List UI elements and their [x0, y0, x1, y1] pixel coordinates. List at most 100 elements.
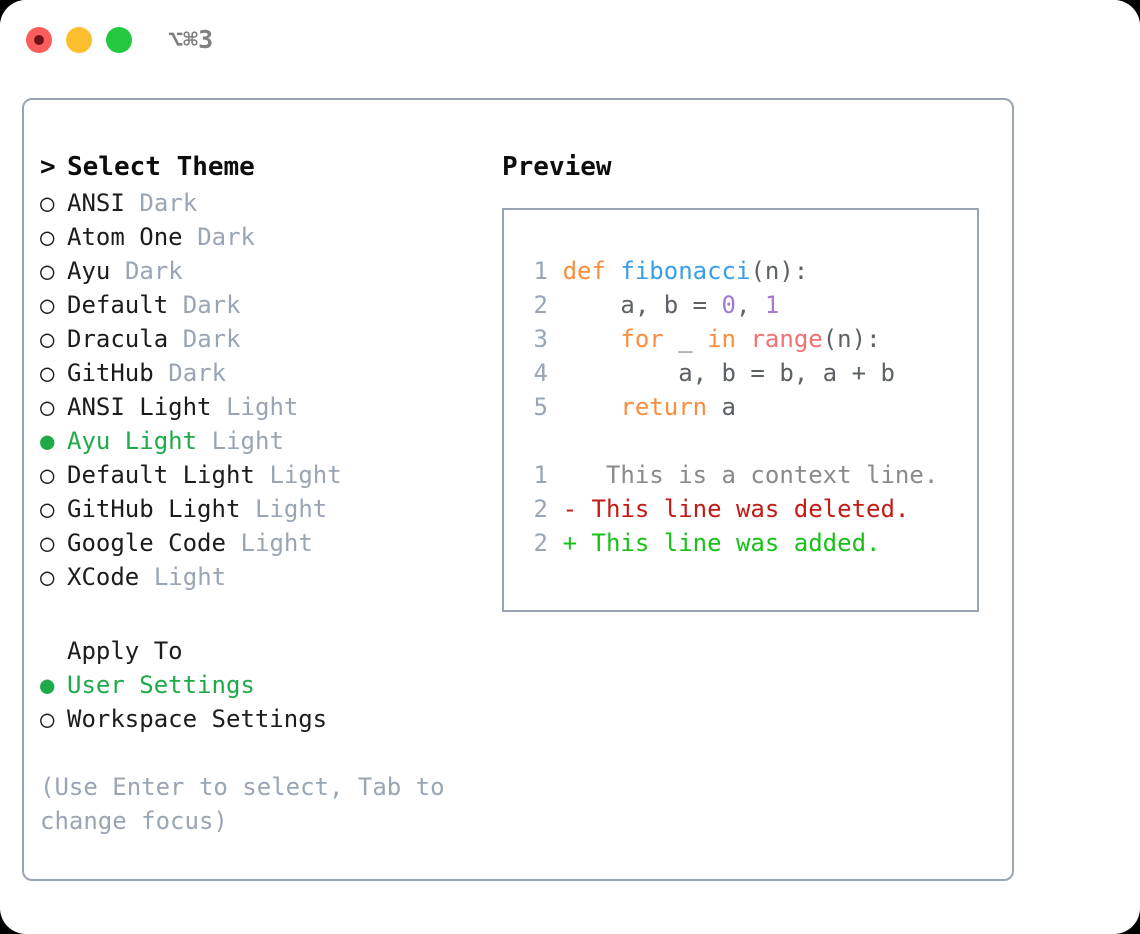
- theme-name-label: GitHub Light: [67, 495, 241, 523]
- diff-line-text: This is a context line.: [562, 461, 939, 489]
- code-token: 1: [764, 291, 780, 319]
- code-token: range: [750, 325, 823, 353]
- theme-variant-label: Light: [240, 529, 313, 557]
- code-token: ,: [736, 291, 765, 319]
- code-token: return: [620, 393, 708, 421]
- theme-name-label: GitHub: [67, 359, 154, 387]
- apply-to-marker-placeholder: ○: [40, 634, 67, 668]
- radio-unselected-icon[interactable]: ○: [40, 705, 55, 733]
- radio-unselected-icon[interactable]: ○: [40, 359, 55, 387]
- code-token: [563, 325, 621, 353]
- code-line: 3 for _ in range(n):: [504, 322, 977, 356]
- theme-list-item[interactable]: ○ ANSI Light Light: [40, 390, 480, 424]
- theme-variant-label: Dark: [182, 325, 241, 353]
- theme-name-label: Google Code: [67, 529, 226, 557]
- keyboard-hint-text: (Use Enter to select, Tab to change focu…: [40, 773, 445, 835]
- code-token: in: [707, 325, 737, 353]
- diff-line: 2+ This line was added.: [504, 526, 977, 560]
- theme-name-label: ANSI Light: [67, 393, 212, 421]
- code-token: _: [663, 325, 708, 353]
- apply-to-heading-label: Apply To: [67, 637, 183, 665]
- code-token: def: [562, 257, 606, 285]
- close-window-button[interactable]: [26, 27, 52, 53]
- code-token: 0: [721, 291, 736, 319]
- code-line-text: return a: [548, 390, 736, 424]
- keyboard-shortcut-label: ⌥⌘3: [168, 25, 214, 54]
- radio-unselected-icon[interactable]: ○: [40, 461, 55, 489]
- theme-name-label: XCode: [67, 563, 140, 591]
- theme-list-item[interactable]: ○ GitHub Light Light: [40, 492, 480, 526]
- theme-variant-label: Light: [153, 563, 227, 591]
- theme-list-item[interactable]: ○ XCode Light: [40, 560, 480, 594]
- theme-list-item[interactable]: ● Ayu Light Light: [40, 424, 480, 458]
- code-token: a, b =: [562, 291, 722, 319]
- apply-to-item[interactable]: ○ Workspace Settings: [40, 702, 480, 736]
- theme-variant-label: Light: [269, 461, 342, 489]
- code-line-number: 3: [533, 325, 548, 353]
- apply-to-heading: ○Apply To: [40, 634, 480, 668]
- radio-unselected-icon[interactable]: ○: [40, 529, 55, 557]
- radio-selected-icon[interactable]: ●: [40, 427, 55, 455]
- code-line: 2 a, b = 0, 1: [504, 288, 977, 322]
- apply-to-list: ● User Settings ○ Workspace Settings: [40, 668, 480, 736]
- radio-unselected-icon[interactable]: ○: [40, 495, 55, 523]
- radio-unselected-icon[interactable]: ○: [40, 257, 55, 285]
- theme-variant-label: Light: [254, 495, 328, 523]
- code-token: a: [707, 393, 736, 421]
- apply-to-label: Workspace Settings: [67, 705, 328, 733]
- theme-name-label: Atom One: [67, 223, 183, 251]
- code-line-number: 2: [533, 291, 548, 319]
- window-titlebar: ⌥⌘3: [0, 0, 1140, 78]
- theme-list-item[interactable]: ○ Google Code Light: [40, 526, 480, 560]
- theme-list-item[interactable]: ○ Default Light Light: [40, 458, 480, 492]
- diff-line-number: 2: [533, 529, 548, 557]
- theme-list-item[interactable]: ○ Atom One Dark: [40, 220, 480, 254]
- select-theme-heading: >Select Theme: [40, 148, 480, 186]
- maximize-window-button[interactable]: [106, 27, 132, 53]
- code-token: (n):: [750, 257, 809, 285]
- code-line-text: def fibonacci(n):: [548, 254, 809, 288]
- code-line-text: a, b = 0, 1: [548, 288, 779, 322]
- diff-sample: 1 This is a context line.2- This line wa…: [504, 458, 977, 560]
- diff-line: 2- This line was deleted.: [504, 492, 977, 526]
- code-line-number: 5: [533, 393, 548, 421]
- code-token: [606, 257, 620, 285]
- apply-to-item[interactable]: ● User Settings: [40, 668, 480, 702]
- code-token: a, b = b, a + b: [562, 359, 895, 387]
- theme-variant-label: Light: [211, 427, 284, 455]
- radio-selected-icon[interactable]: ●: [40, 671, 55, 699]
- prompt-caret-icon: >: [40, 152, 56, 182]
- code-token: [563, 393, 621, 421]
- code-token: for: [620, 325, 664, 353]
- theme-name-label: Default Light: [67, 461, 255, 489]
- theme-variant-label: Dark: [197, 223, 255, 251]
- radio-unselected-icon[interactable]: ○: [40, 189, 55, 217]
- theme-variant-label: Dark: [124, 257, 183, 285]
- diff-line-number: 2: [533, 495, 548, 523]
- radio-unselected-icon[interactable]: ○: [40, 223, 55, 251]
- code-token: fibonacci: [620, 257, 751, 285]
- radio-unselected-icon[interactable]: ○: [40, 325, 55, 353]
- code-token: [736, 325, 750, 353]
- minimize-window-button[interactable]: [66, 27, 92, 53]
- radio-unselected-icon[interactable]: ○: [40, 291, 55, 319]
- theme-variant-label: Light: [226, 393, 299, 421]
- code-line-text: a, b = b, a + b: [548, 356, 895, 390]
- radio-unselected-icon[interactable]: ○: [40, 393, 55, 421]
- theme-variant-label: Dark: [139, 189, 198, 217]
- radio-unselected-icon[interactable]: ○: [40, 563, 55, 591]
- apply-to-label: User Settings: [67, 671, 255, 699]
- code-diff-spacer: [504, 424, 977, 458]
- theme-name-label: Default: [67, 291, 169, 319]
- theme-name-label: Ayu Light: [67, 427, 198, 455]
